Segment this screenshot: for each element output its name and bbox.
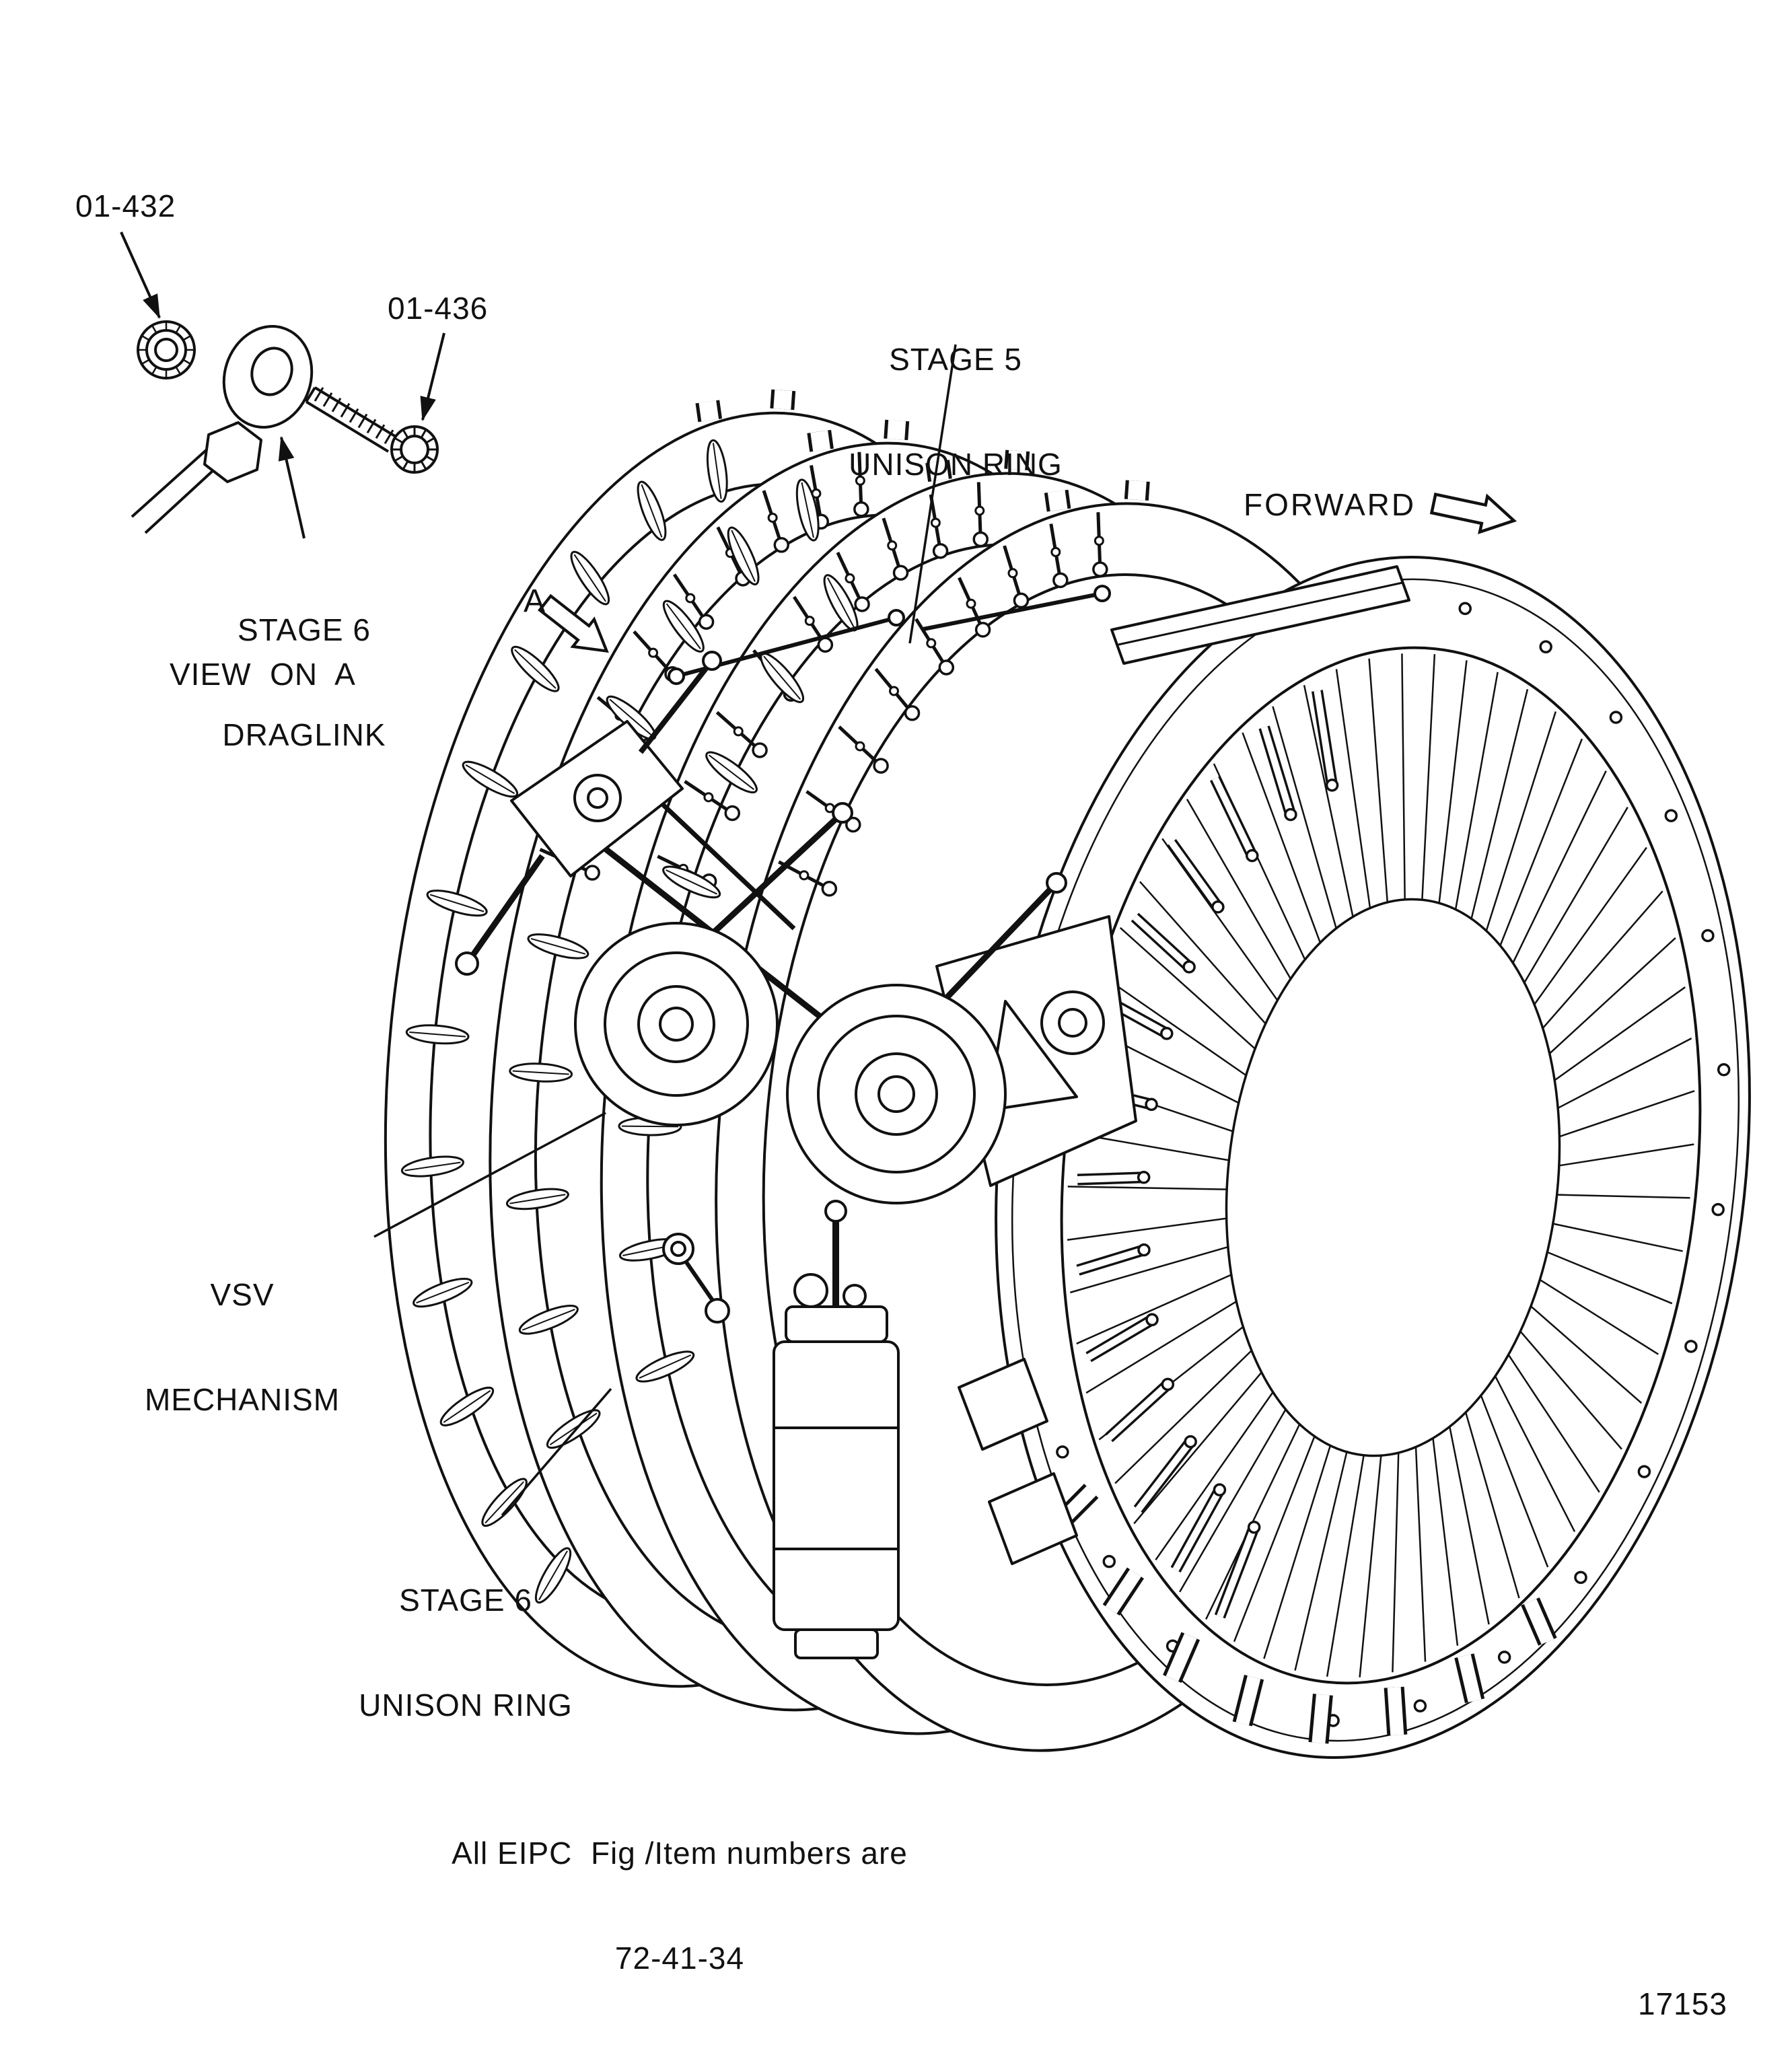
eipc-note-line2: 72-41-34 xyxy=(614,1941,745,1976)
stage5-line2: UNISON RING xyxy=(849,447,1063,482)
arrow-01-436 xyxy=(420,332,445,421)
leader-stage6-unison xyxy=(501,1387,612,1517)
eipc-note-line1: All EIPC Fig /Item numbers are xyxy=(452,1836,908,1871)
leader-vsv xyxy=(373,1112,606,1238)
vsv-mechanism-label: VSV MECHANISM xyxy=(145,1207,340,1487)
forward-label: FORWARD xyxy=(1244,487,1417,522)
stage6-draglink-label: STAGE 6 DRAGLINK xyxy=(222,542,386,822)
leader-stage5 xyxy=(908,344,957,644)
draglink-detail-art xyxy=(131,320,439,534)
stage6-draglink-line1: STAGE 6 xyxy=(238,612,371,647)
forward-arrow-icon xyxy=(1429,493,1517,534)
engine-art-details xyxy=(138,322,1731,1744)
section-letter-a: A xyxy=(524,583,546,619)
hex-nut-icon xyxy=(203,421,262,483)
bellcrank-boss-left xyxy=(574,922,779,1126)
part-number-label-01-432: 01-432 xyxy=(75,188,176,223)
top-rail xyxy=(1110,565,1410,665)
bracket-lower-1 xyxy=(958,1358,1048,1451)
bracket-lower-2 xyxy=(988,1472,1078,1565)
view-on-a-label: VIEW ON A xyxy=(170,657,356,692)
stage6-unison-line1: STAGE 6 xyxy=(399,1583,532,1618)
view-direction-arrow-icon xyxy=(538,593,609,653)
actuator-art xyxy=(773,1200,900,1659)
stage5-line1: STAGE 5 xyxy=(889,342,1022,377)
vsv-line2: MECHANISM xyxy=(144,1382,341,1417)
arrow-stage6-draglink xyxy=(278,436,306,539)
stage6-draglink-line2: DRAGLINK xyxy=(222,717,386,752)
vsv-mechanism-art xyxy=(455,565,1410,1659)
eipc-note: All EIPC Fig /Item numbers are 72-41-34 xyxy=(452,1766,908,2046)
arrow-01-432 xyxy=(120,231,161,319)
annotations xyxy=(120,231,1517,1517)
part-number-label-01-436: 01-436 xyxy=(388,291,489,326)
figure-number: 17153 xyxy=(1638,1986,1727,2021)
stage6-unison-ring-label: STAGE 6 UNISON RING xyxy=(359,1513,573,1793)
stage6-unison-line2: UNISON RING xyxy=(359,1688,573,1723)
stage5-unison-ring-label: STAGE 5 UNISON RING xyxy=(849,272,1063,552)
bellcrank-boss-right xyxy=(786,984,1007,1204)
vsv-line1: VSV xyxy=(210,1277,275,1312)
